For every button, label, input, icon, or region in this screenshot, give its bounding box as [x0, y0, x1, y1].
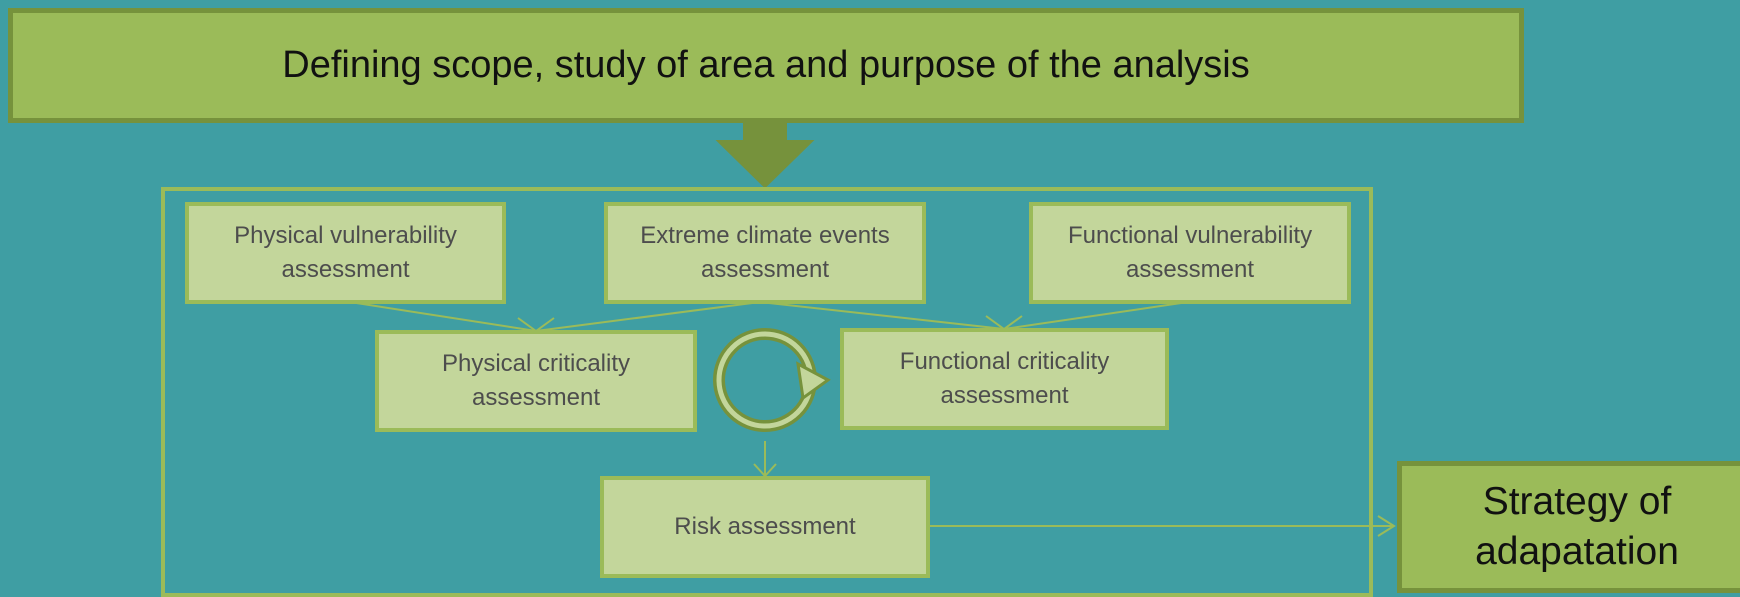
connector-climate-to-physcrit — [535, 301, 761, 332]
connector-physvuln-to-physcrit — [349, 301, 537, 332]
scope-label: Defining scope, study of area and purpos… — [282, 44, 1250, 86]
physical-criticality-box: Physical criticality assessment — [375, 330, 697, 432]
risk-assessment-box: Risk assessment — [600, 476, 930, 578]
functional-vulnerability-box: Functional vulnerability assessment — [1029, 202, 1351, 304]
strategy-label: Strategy of adapatation — [1475, 480, 1679, 573]
scope-down-arrow — [715, 122, 815, 189]
physical-vulnerability-label: Physical vulnerability assessment — [234, 222, 457, 283]
arrowhead-strategy — [1377, 515, 1396, 537]
connector-funcvuln-to-funccrit — [1003, 301, 1189, 330]
risk-assessment-label: Risk assessment — [674, 513, 856, 540]
functional-criticality-box: Functional criticality assessment — [840, 328, 1169, 430]
functional-criticality-label: Functional criticality assessment — [899, 348, 1110, 409]
extreme-climate-label: Extreme climate events assessment — [640, 222, 890, 283]
physical-vulnerability-box: Physical vulnerability assessment — [185, 202, 506, 304]
strategy-box: Strategy of adapatation — [1397, 461, 1740, 593]
cycle-icon — [713, 328, 831, 432]
functional-vulnerability-label: Functional vulnerability assessment — [1067, 222, 1313, 283]
connector-climate-to-funccrit — [759, 301, 1005, 330]
physical-criticality-label: Physical criticality assessment — [441, 350, 631, 411]
extreme-climate-box: Extreme climate events assessment — [604, 202, 926, 304]
scope-box: Defining scope, study of area and purpos… — [8, 8, 1524, 123]
